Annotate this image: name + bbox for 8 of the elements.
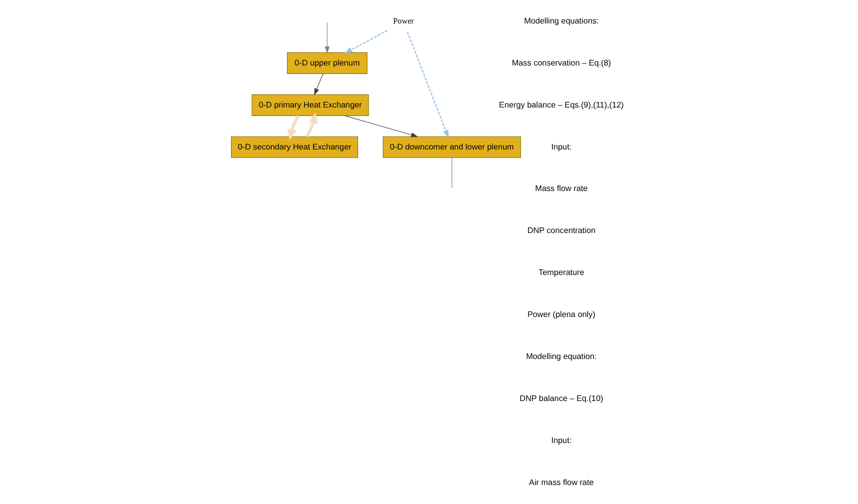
node-text: Power bbox=[393, 16, 414, 26]
arrow bbox=[324, 22, 330, 54]
arrow bbox=[406, 32, 449, 138]
arrow bbox=[344, 30, 388, 54]
arrow bbox=[344, 115, 418, 138]
arrow bbox=[287, 115, 300, 140]
arrow bbox=[306, 112, 318, 138]
arrow bbox=[314, 74, 324, 96]
